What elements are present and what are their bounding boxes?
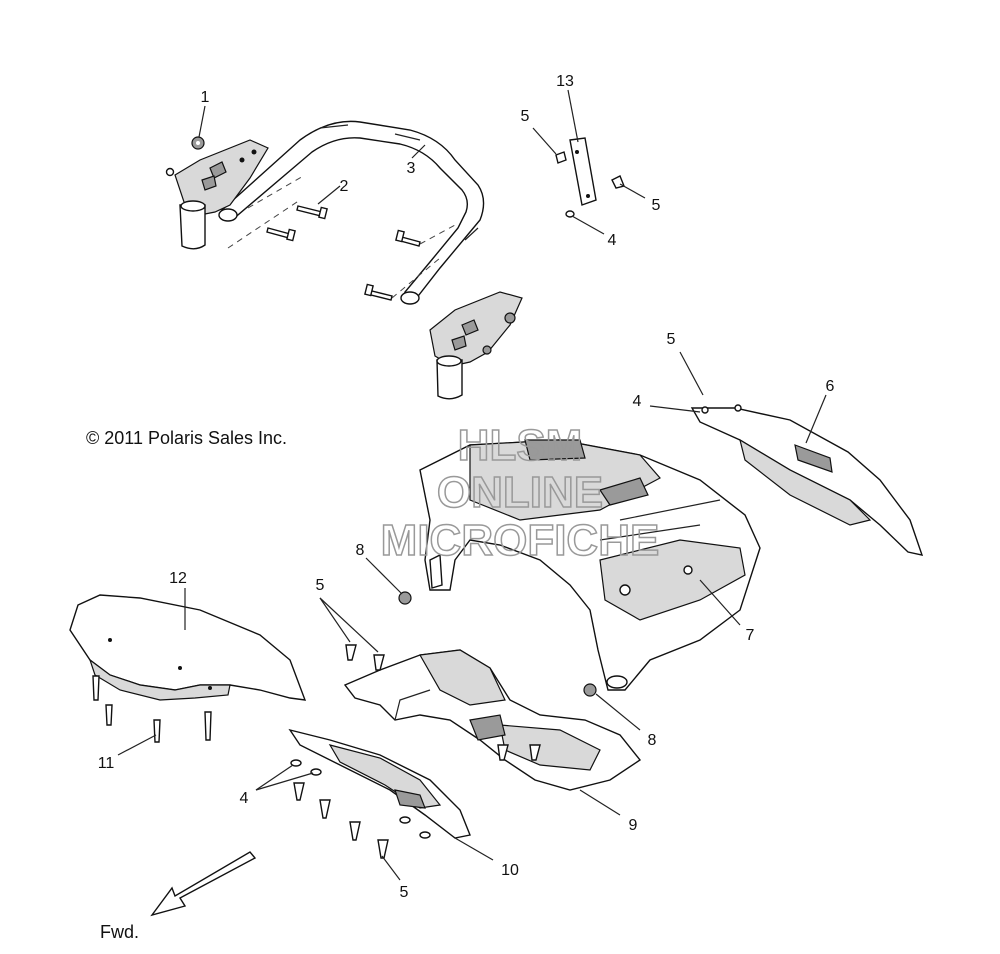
part-12-side-panel <box>69 594 307 701</box>
callout-2: 2 <box>340 178 349 195</box>
forward-arrow-icon <box>150 851 257 917</box>
part-4-washers-lower <box>290 759 431 839</box>
small-washer <box>165 167 175 177</box>
watermark-line-3: MICROFICHE <box>381 516 660 565</box>
callout-5-right: 5 <box>667 331 676 348</box>
part-5-rivets-lower <box>293 782 389 859</box>
callout-labels: 1 2 3 4 4 4 5 5 5 5 5 6 7 8 8 9 10 11 12… <box>98 73 835 901</box>
part-7-rear-fender <box>419 439 761 691</box>
callout-11: 11 <box>98 755 115 772</box>
watermark-line-1: HLSM <box>458 421 583 470</box>
part-5-rivets-mid <box>345 644 541 761</box>
left-mount-bracket <box>174 139 269 250</box>
part-4-washer-top <box>565 210 575 218</box>
callout-5-mid: 5 <box>316 577 325 594</box>
forward-label: Fwd. <box>100 922 139 942</box>
callout-5-bottom: 5 <box>400 884 409 901</box>
callout-7: 7 <box>746 627 755 644</box>
callout-5-top-right: 5 <box>652 197 661 214</box>
part-9-splash-guard <box>343 649 642 791</box>
callout-1: 1 <box>201 89 210 106</box>
watermark-line-2: ONLINE <box>437 468 603 517</box>
watermark: HLSM ONLINE MICROFICHE <box>380 420 660 566</box>
part-10-rail <box>288 728 471 839</box>
callout-12: 12 <box>169 570 187 587</box>
copyright-notice: © 2011 Polaris Sales Inc. <box>86 428 287 448</box>
lower-bolts <box>364 224 456 301</box>
callout-8-left: 8 <box>356 542 365 559</box>
part-11-screws <box>92 675 212 743</box>
callout-6: 6 <box>826 378 835 395</box>
callout-3: 3 <box>407 160 416 177</box>
callout-5-top-left: 5 <box>521 108 530 125</box>
part-1-nut <box>191 136 205 150</box>
part-13-strap <box>569 137 597 206</box>
callout-4-top: 4 <box>608 232 617 249</box>
part-6-side-panel <box>690 404 924 556</box>
part-3-grab-bar <box>218 120 485 305</box>
right-mount-bracket <box>429 291 523 400</box>
callout-10: 10 <box>501 862 519 879</box>
leader-lines <box>117 89 827 881</box>
callout-13: 13 <box>556 73 574 90</box>
callout-9: 9 <box>629 817 638 834</box>
callout-4-lower: 4 <box>240 790 249 807</box>
callout-4-right: 4 <box>633 393 642 410</box>
part-8-screws <box>398 591 597 697</box>
callout-8-right: 8 <box>648 732 657 749</box>
part-2-bolts <box>227 174 328 249</box>
